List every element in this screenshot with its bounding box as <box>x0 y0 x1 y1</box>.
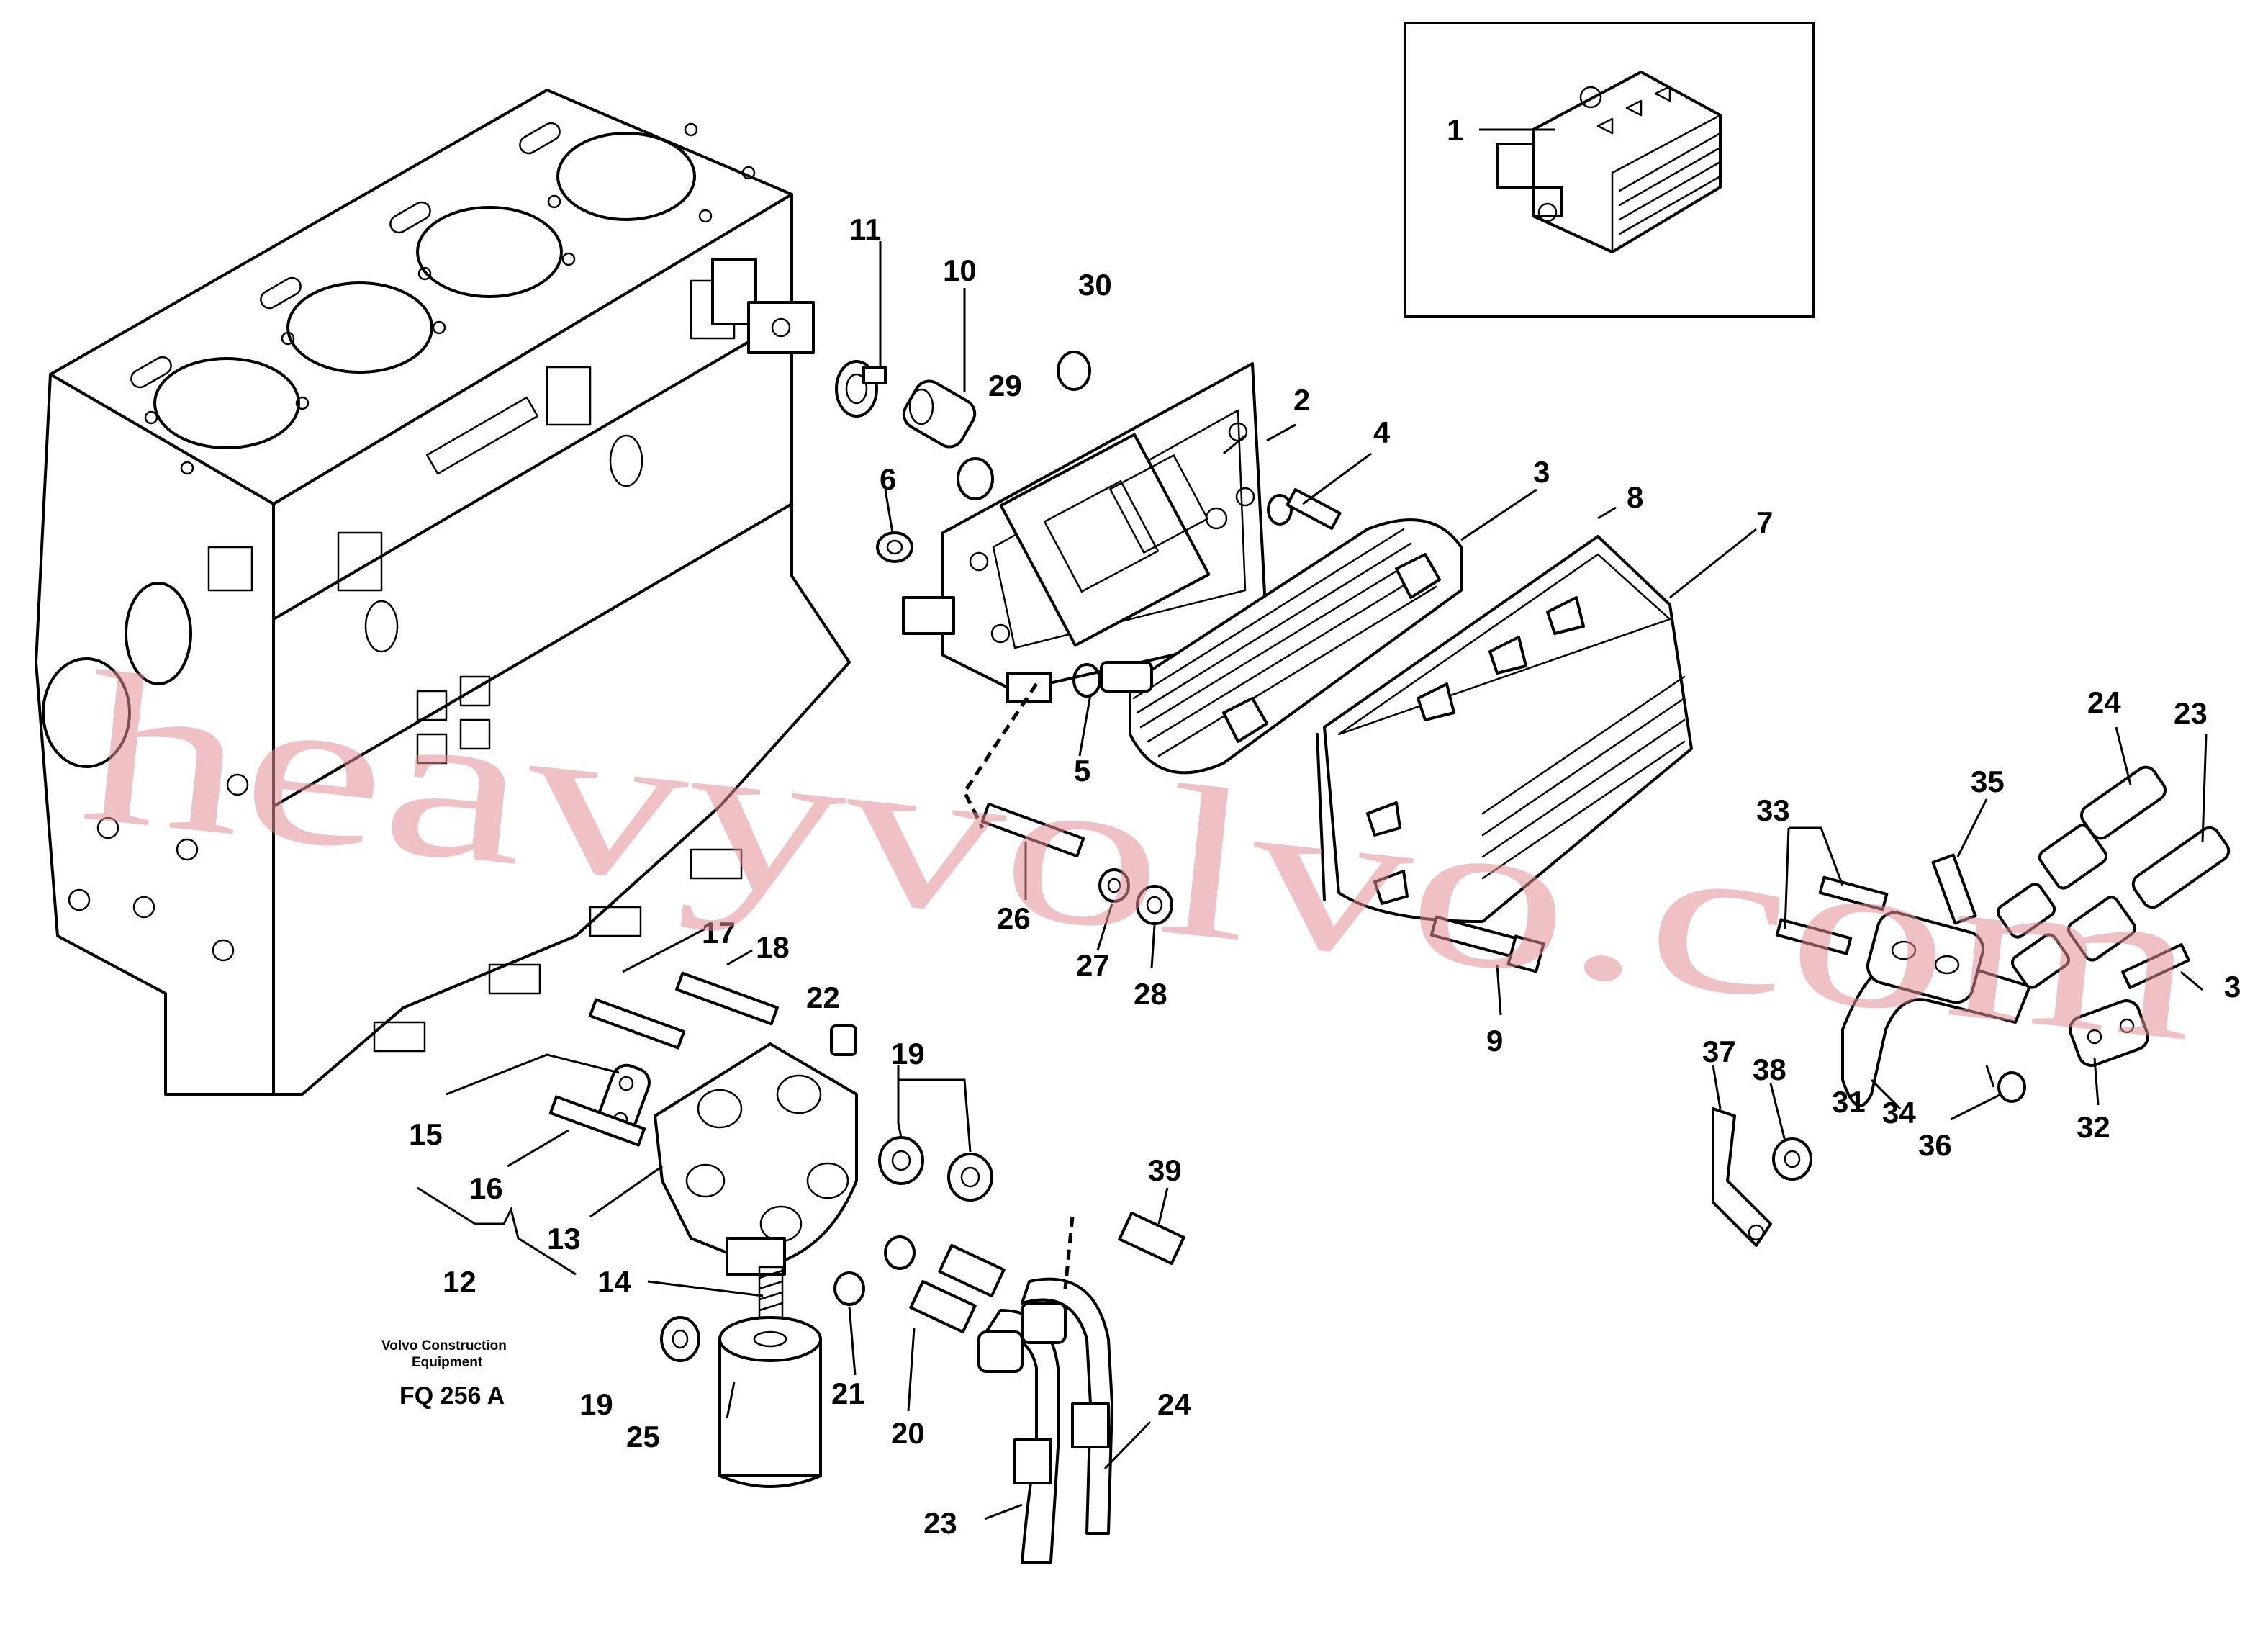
cooler-core <box>1100 518 1463 775</box>
engine-block <box>35 89 851 1096</box>
callout-29: 29 <box>988 369 1022 402</box>
caption-manufacturer: Volvo Construction <box>381 1338 507 1353</box>
pipe-assembly-right <box>1712 765 2231 1247</box>
sensor-39 <box>1118 1211 1185 1266</box>
dashed-connectors <box>962 682 1075 1289</box>
callout-31: 31 <box>1832 1085 1866 1119</box>
caption-manufacturer-line2: Equipment <box>412 1355 483 1370</box>
cooler-cover <box>1316 535 1693 923</box>
hose-pipes-bottom <box>977 1277 1113 1564</box>
plug-22 <box>830 1024 857 1056</box>
stud-16 <box>548 1095 646 1147</box>
callout-36: 36 <box>1918 1128 1952 1162</box>
inset-frame: 1 <box>1404 22 1815 318</box>
callout-17: 17 <box>702 916 736 950</box>
callout-14: 14 <box>597 1265 631 1299</box>
bolt-4 <box>1267 487 1342 531</box>
callout-16: 16 <box>469 1171 503 1205</box>
callout-32: 32 <box>2077 1110 2110 1144</box>
callout-4: 4 <box>1373 415 1391 449</box>
callout-37: 37 <box>1702 1035 1736 1068</box>
connection-sleeve-10 <box>902 379 977 449</box>
callout-18: 18 <box>756 930 790 964</box>
nut-6 <box>876 531 913 563</box>
callout-20: 20 <box>891 1416 925 1450</box>
stud-17 <box>588 998 686 1050</box>
figure-caption: Volvo Construction Equipment FQ 256 A <box>381 1338 507 1410</box>
callout-7: 7 <box>1756 505 1773 539</box>
filter-cartridge-25 <box>718 1316 822 1488</box>
nut-19b <box>947 1153 993 1202</box>
callout-33: 33 <box>1756 793 1790 827</box>
callout-23-bottom: 23 <box>923 1506 957 1540</box>
nut-19a <box>878 1136 924 1185</box>
callout-3-top: 3 <box>1533 455 1550 489</box>
o-ring-30 <box>1057 351 1091 391</box>
callout-21: 21 <box>831 1377 865 1410</box>
callout-13: 13 <box>547 1222 581 1256</box>
callout-15: 15 <box>409 1117 443 1151</box>
callout-5: 5 <box>1074 754 1090 788</box>
oil-cooler-assembly-thumbnail <box>1496 71 1722 253</box>
callout-24-right: 24 <box>2087 685 2121 719</box>
callout-12: 12 <box>443 1265 476 1299</box>
callout-35: 35 <box>1971 765 2005 798</box>
callout-38: 38 <box>1753 1053 1786 1086</box>
callout-34: 34 <box>1882 1096 1916 1130</box>
callout-24-bottom: 24 <box>1157 1387 1191 1421</box>
nut-28 <box>1136 885 1173 925</box>
callout-28: 28 <box>1134 977 1167 1011</box>
callout-23-right: 23 <box>2174 696 2208 730</box>
seal-5 <box>1072 663 1101 698</box>
filter-head <box>654 1042 858 1276</box>
bolt-9 <box>1429 915 1545 973</box>
cooler-housing-plate <box>902 362 1268 703</box>
callout-19-bottom: 19 <box>579 1387 613 1421</box>
callout-9: 9 <box>1486 1024 1503 1058</box>
nut-19c <box>660 1316 700 1362</box>
leader-lines <box>417 241 2208 1520</box>
callout-1: 1 <box>1447 113 1463 147</box>
callout-25: 25 <box>626 1420 660 1454</box>
callout-6: 6 <box>880 462 896 496</box>
callout-22: 22 <box>806 981 840 1014</box>
washer-27 <box>1098 868 1130 903</box>
callout-labels: 2 3 3 4 5 6 7 8 9 10 11 12 13 14 15 16 1… <box>409 212 2241 1540</box>
callout-19-top: 19 <box>891 1037 925 1071</box>
nipple-20 <box>909 1243 1006 1334</box>
caption-figure-code: FQ 256 A <box>399 1382 505 1410</box>
callout-27: 27 <box>1076 948 1110 982</box>
hose-clamp-11 <box>835 360 887 418</box>
callout-3-right: 3 <box>2224 970 2241 1004</box>
o-ring-29 <box>957 457 994 500</box>
washer-21 <box>833 1235 916 1306</box>
callout-11: 11 <box>849 212 881 246</box>
callout-10: 10 <box>943 253 977 287</box>
callout-8: 8 <box>1627 480 1643 514</box>
stud-18 <box>675 971 779 1026</box>
callout-30: 30 <box>1078 268 1112 302</box>
stud-26 <box>980 802 1085 858</box>
callout-39: 39 <box>1148 1153 1182 1187</box>
callout-26: 26 <box>997 901 1031 935</box>
callout-2: 2 <box>1293 383 1310 417</box>
